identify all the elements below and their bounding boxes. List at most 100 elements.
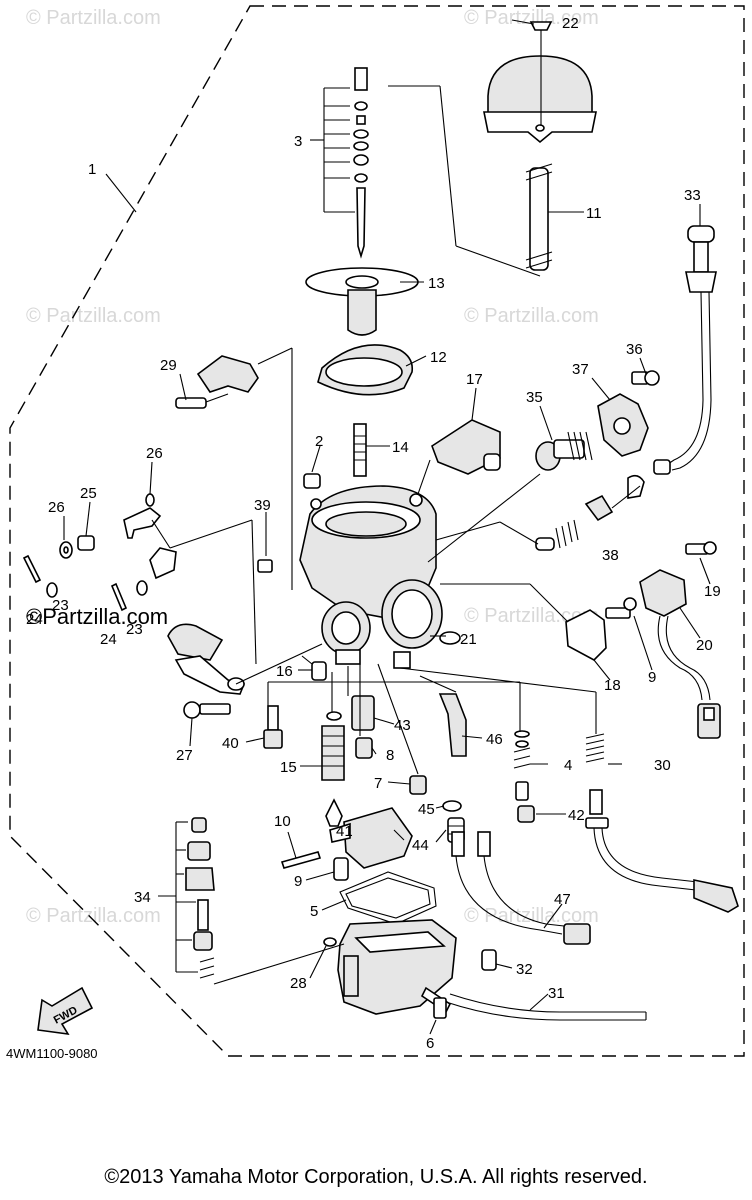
throttle-cable-30 <box>585 733 739 913</box>
jet-7 <box>409 775 427 795</box>
seal-ring-12 <box>317 344 414 396</box>
callout-44: 44 <box>412 837 429 854</box>
diaphragm-13 <box>305 267 419 336</box>
callout-25: 25 <box>80 485 97 502</box>
collar-25 <box>77 535 95 551</box>
callout-7: 7 <box>374 775 382 792</box>
float-pin-10 <box>280 851 322 869</box>
throttle-position-sensor-20 <box>639 569 721 739</box>
callout-39: 39 <box>254 497 271 514</box>
callout-33: 33 <box>684 187 701 204</box>
assembly-boundary <box>9 5 745 1057</box>
screw-32 <box>481 949 497 971</box>
carb-top-cap <box>483 21 597 144</box>
float-41 <box>329 807 413 869</box>
callout-21: 21 <box>460 631 477 648</box>
callout-9: 9 <box>648 669 656 686</box>
starter-plunger-35 <box>535 431 593 471</box>
callout-5: 5 <box>310 903 318 920</box>
watermark-overlay: ©Partzilla.com <box>26 604 168 629</box>
gasket-5 <box>339 871 437 925</box>
washer-26 <box>59 541 73 559</box>
callout-32: 32 <box>516 961 533 978</box>
callout-30: 30 <box>654 757 671 774</box>
callout-42: 42 <box>568 807 585 824</box>
watermark: © Partzilla.com <box>464 7 599 29</box>
callout-10: 10 <box>274 813 291 830</box>
diagram-code: 4WM1100-9080 <box>6 1046 98 1061</box>
jet-needle-set <box>323 67 369 259</box>
callout-17: 17 <box>466 371 483 388</box>
callout-27: 27 <box>176 747 193 764</box>
callout-11: 11 <box>586 205 602 222</box>
callout-29: 29 <box>160 357 177 374</box>
copyright-notice: ©2013 Yamaha Motor Corporation, U.S.A. A… <box>104 1166 648 1188</box>
callout-8: 8 <box>386 747 394 764</box>
heater-47 <box>451 831 591 945</box>
callout-31: 31 <box>548 985 565 1002</box>
washer-23 <box>46 580 148 598</box>
callout-46: 46 <box>486 731 503 748</box>
parts-38 <box>535 474 645 551</box>
parts-34 <box>175 817 215 979</box>
callout-23: 23 <box>52 597 69 614</box>
watermark: © Partzilla.com <box>26 305 161 327</box>
sensor-plate-18 <box>565 609 607 661</box>
callout-3: 3 <box>294 133 302 150</box>
watermark: © Partzilla.com <box>464 605 599 627</box>
callout-40: 40 <box>222 735 239 752</box>
callout-22: 22 <box>562 15 579 32</box>
choke-cable-33 <box>653 225 717 475</box>
part-46 <box>438 693 467 757</box>
callout-6: 6 <box>426 1035 434 1052</box>
callout-4: 4 <box>564 757 572 774</box>
callout-28: 28 <box>290 975 307 992</box>
callout-34: 34 <box>134 889 151 906</box>
callout-41: 41 <box>336 823 353 840</box>
jet-8 <box>355 737 373 759</box>
screw-39 <box>257 559 273 573</box>
leader-lines <box>63 19 711 1035</box>
plunger-cover-37 <box>597 393 649 457</box>
callouts: 1 2 3 4 5 6 7 8 9 9 10 11 12 13 14 15 16… <box>26 15 721 1052</box>
part-43 <box>351 695 375 731</box>
callout-36: 36 <box>626 341 643 358</box>
spring-11 <box>525 163 553 271</box>
fwd-arrow-icon: FWD <box>37 986 94 1036</box>
needle-jet-15 <box>321 711 345 827</box>
watermark: © Partzilla.com <box>464 905 599 927</box>
cable-bracket-26 <box>123 493 177 580</box>
part-4 <box>513 730 531 801</box>
callout-26: 26 <box>146 445 163 462</box>
carburetor-body <box>299 485 443 669</box>
throttle-lever <box>167 623 246 695</box>
starter-boot-17 <box>417 419 501 495</box>
screw-9-lower <box>333 857 349 881</box>
callout-1: 1 <box>88 161 96 178</box>
callout-19: 19 <box>704 583 721 600</box>
callout-24: 24 <box>26 611 43 628</box>
callout-18: 18 <box>604 677 621 694</box>
pilot-jet-14 <box>353 423 367 477</box>
pin-24 <box>22 554 128 612</box>
callout-16: 16 <box>276 663 293 680</box>
callout-43: 43 <box>394 717 411 734</box>
screw-2 <box>303 473 321 489</box>
callout-47: 47 <box>554 891 571 908</box>
o-ring-21 <box>439 631 461 645</box>
callout-15: 15 <box>280 759 297 776</box>
callout-14: 14 <box>392 439 409 456</box>
callout-20: 20 <box>696 637 713 654</box>
callout-37: 37 <box>572 361 589 378</box>
callout-24: 24 <box>100 631 117 648</box>
callout-2: 2 <box>315 433 323 450</box>
callout-12: 12 <box>430 349 447 366</box>
part-42 <box>517 805 535 823</box>
screw-36 <box>631 370 660 386</box>
watermark: © Partzilla.com <box>464 305 599 327</box>
callout-13: 13 <box>428 275 445 292</box>
bracket-29 <box>175 355 259 409</box>
screw-9-right <box>605 597 637 619</box>
callout-23: 23 <box>126 621 143 638</box>
